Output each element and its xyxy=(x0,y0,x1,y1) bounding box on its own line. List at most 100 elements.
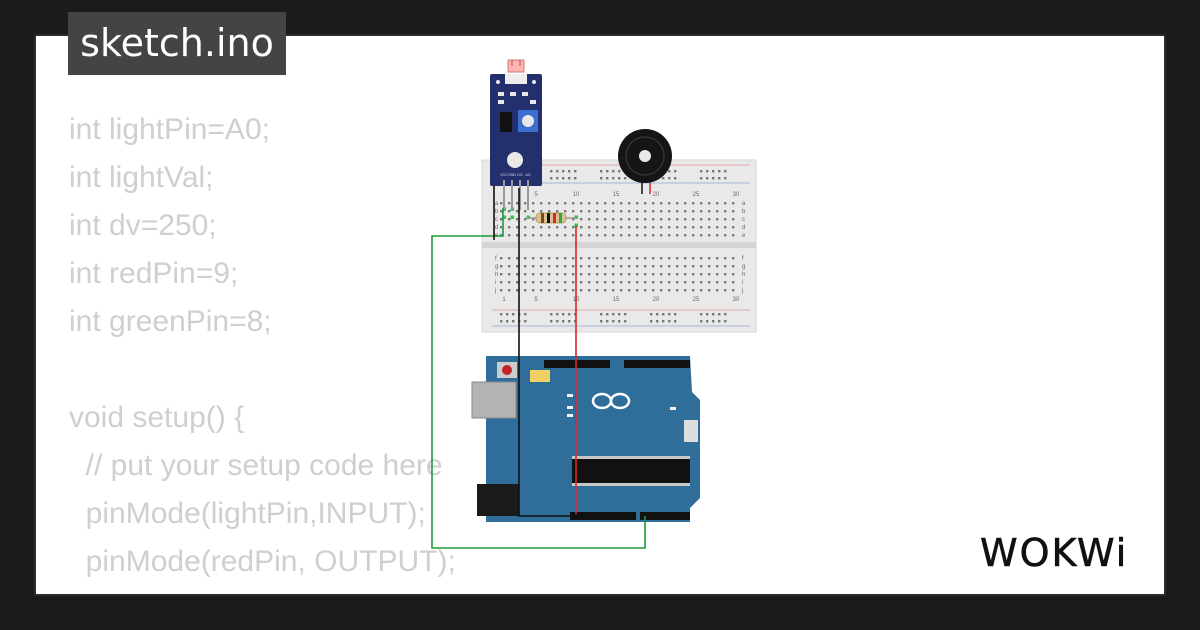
chip-socket-top xyxy=(572,456,690,459)
terminal-hole xyxy=(628,265,631,268)
terminal-hole xyxy=(564,265,567,268)
rail-hole xyxy=(700,320,703,323)
terminal-hole xyxy=(732,281,735,284)
terminal-hole xyxy=(660,210,663,213)
rail-hole xyxy=(618,177,621,180)
terminal-hole xyxy=(612,257,615,260)
terminal-hole xyxy=(724,218,727,221)
terminal-hole xyxy=(548,210,551,213)
code-line: pinMode(greenPin, OUTPUT); xyxy=(69,586,490,594)
terminal-hole xyxy=(580,234,583,237)
terminal-hole xyxy=(628,234,631,237)
terminal-hole xyxy=(604,234,607,237)
rail-hole xyxy=(618,313,621,316)
terminal-hole xyxy=(580,265,583,268)
column-number: 15 xyxy=(613,297,620,303)
row-letter: c xyxy=(742,217,745,223)
terminal-hole xyxy=(508,273,511,276)
rail-hole xyxy=(718,170,721,173)
terminal-hole xyxy=(508,281,511,284)
terminal-hole xyxy=(540,289,543,292)
terminal-hole xyxy=(508,257,511,260)
terminal-hole xyxy=(620,234,623,237)
terminal-hole xyxy=(700,273,703,276)
rail-hole xyxy=(674,177,677,180)
terminal-hole xyxy=(676,218,679,221)
terminal-hole xyxy=(580,218,583,221)
terminal-hole xyxy=(596,273,599,276)
terminal-hole xyxy=(668,273,671,276)
highlighted-hole xyxy=(510,215,514,219)
terminal-hole xyxy=(572,218,575,221)
terminal-hole xyxy=(556,273,559,276)
rail-hole xyxy=(524,320,527,323)
terminal-hole xyxy=(716,273,719,276)
terminal-hole xyxy=(580,202,583,205)
terminal-hole xyxy=(580,273,583,276)
wokwi-logo-text: WOKWi xyxy=(980,531,1128,575)
mount-hole xyxy=(507,152,523,168)
circuit-diagram[interactable]: 115510101515202025253030aabbccddeeffgghh… xyxy=(36,36,1166,596)
terminal-hole xyxy=(596,226,599,229)
terminal-hole xyxy=(564,273,567,276)
terminal-hole xyxy=(596,210,599,213)
terminal-hole xyxy=(628,281,631,284)
terminal-hole xyxy=(596,265,599,268)
terminal-hole xyxy=(628,257,631,260)
terminal-hole xyxy=(516,265,519,268)
wire-gnd xyxy=(518,188,580,517)
terminal-hole xyxy=(500,226,503,229)
rail-hole xyxy=(506,313,509,316)
terminal-hole xyxy=(564,281,567,284)
terminal-hole xyxy=(556,257,559,260)
row-letter: a xyxy=(495,201,499,207)
terminal-hole xyxy=(620,289,623,292)
rail-hole xyxy=(712,313,715,316)
terminal-hole xyxy=(644,281,647,284)
terminal-hole xyxy=(700,234,703,237)
terminal-hole xyxy=(716,218,719,221)
terminal-hole xyxy=(692,289,695,292)
terminal-hole xyxy=(516,273,519,276)
terminal-hole xyxy=(556,202,559,205)
row-letter: i xyxy=(742,280,743,286)
rail-hole xyxy=(574,177,577,180)
rail-hole xyxy=(618,170,621,173)
terminal-hole xyxy=(732,289,735,292)
rail-hole xyxy=(674,320,677,323)
terminal-hole xyxy=(708,226,711,229)
terminal-hole xyxy=(532,273,535,276)
terminal-hole xyxy=(684,226,687,229)
terminal-hole xyxy=(644,265,647,268)
digital-header xyxy=(624,360,690,368)
terminal-hole xyxy=(708,218,711,221)
row-letter: e xyxy=(742,233,746,239)
rail-hole xyxy=(668,313,671,316)
rail-hole xyxy=(556,170,559,173)
terminal-hole xyxy=(668,289,671,292)
terminal-hole xyxy=(532,210,535,213)
terminal-hole xyxy=(612,273,615,276)
code-line: pinMode(redPin, OUTPUT); xyxy=(69,545,456,578)
power-jack xyxy=(477,484,519,516)
rail-hole xyxy=(568,177,571,180)
sensor-pin xyxy=(511,180,513,210)
terminal-hole xyxy=(604,202,607,205)
terminal-hole xyxy=(644,226,647,229)
terminal-hole xyxy=(620,265,623,268)
terminal-hole xyxy=(540,281,543,284)
terminal-hole xyxy=(564,257,567,260)
terminal-hole xyxy=(636,210,639,213)
terminal-hole xyxy=(652,234,655,237)
terminal-hole xyxy=(612,210,615,213)
terminal-hole xyxy=(524,218,527,221)
terminal-hole xyxy=(548,265,551,268)
terminal-hole xyxy=(572,265,575,268)
terminal-hole xyxy=(532,226,535,229)
terminal-hole xyxy=(676,202,679,205)
terminal-hole xyxy=(708,257,711,260)
terminal-hole xyxy=(732,210,735,213)
breadboard: 115510101515202025253030aabbccddeeffgghh… xyxy=(481,159,757,333)
sensor-chip xyxy=(500,112,512,132)
terminal-hole xyxy=(676,234,679,237)
